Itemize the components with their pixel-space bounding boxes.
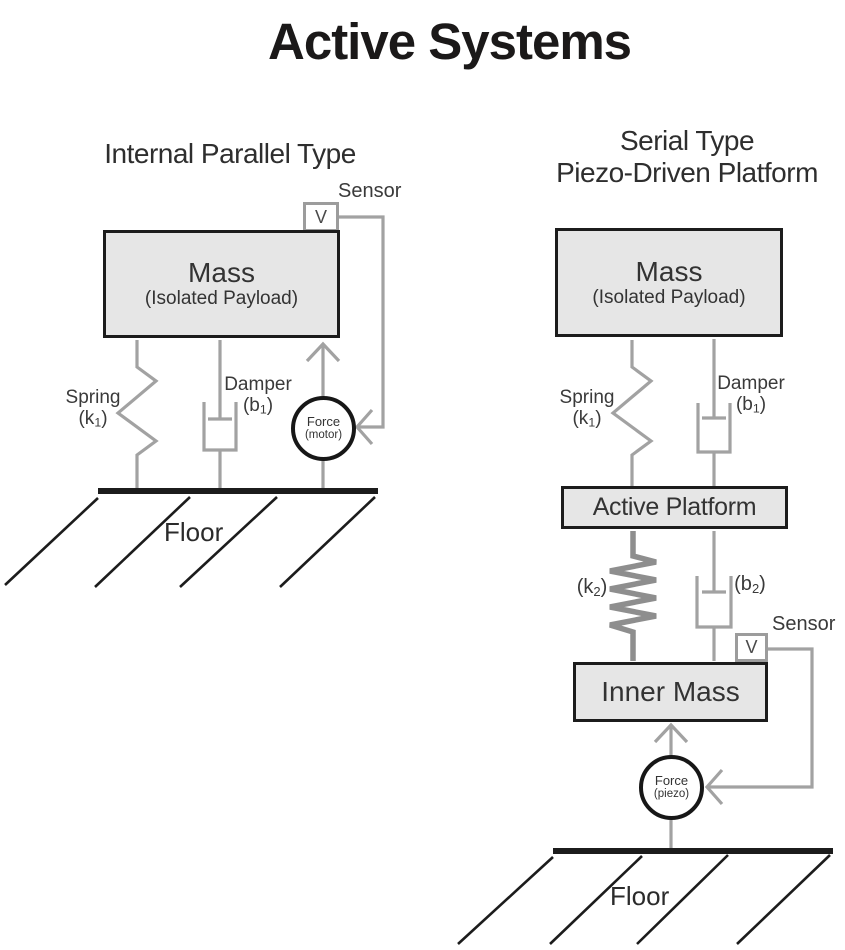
left-force-arrowhead-up [305,341,341,363]
left-sensor-label: Sensor [338,180,402,202]
left-hatch-1 [4,497,99,586]
right-spring-word: Spring [559,387,615,408]
left-damper-b-post: ) [266,395,274,416]
left-mass-subtitle: (Isolated Payload) [144,288,299,309]
right-sensor-symbol: V [745,637,758,657]
left-hatch-2 [94,496,191,588]
right-floor-group [457,848,833,945]
left-force-actuator: Force (motor) [291,396,356,461]
right-spring-label: Spring (k1) [540,387,634,429]
inner-mass-box: Inner Mass [573,662,768,722]
left-force-line1: Force [306,414,341,429]
right-sensor-wire [708,647,814,789]
right-damper-b-pre: (b [735,394,753,415]
right-spring-k-pre: (k [572,408,589,429]
left-connectors [115,215,385,490]
left-damper-b-sub: 1 [259,402,267,417]
left-sensor-vbox: V [303,202,339,232]
right-spring-k-sub: 1 [588,415,596,430]
right-damper2-label: (b2) [714,574,786,595]
right-spring-k-post: ) [595,408,602,429]
left-spring-k-pre: (k [78,408,95,429]
left-damper-word: Damper [224,374,292,395]
right-damper-symbol-label: (b1) [704,394,798,415]
right-hatch-2 [549,855,643,945]
left-spring-word: Spring [65,387,121,408]
inner-mass-label: Inner Mass [601,676,740,707]
right-damper2-pre: (b [734,573,752,595]
left-sensor-symbol: V [314,206,327,227]
right-spring2-post: ) [600,576,608,598]
right-spring2-pre: (k [576,576,594,598]
right-diagram-heading: Serial Type Piezo-Driven Platform [537,125,837,189]
right-hatch-1 [457,856,554,945]
left-damper-label: Damper (b1) [211,374,305,416]
left-spring-k-sub: 1 [94,415,102,430]
left-floor-hatching [4,496,376,588]
right-heading-line1: Serial Type [619,125,755,156]
right-connectors [610,339,814,848]
left-floor-group [4,488,378,588]
left-damper-b-pre: (b [242,395,260,416]
right-spring-symbol-label: (k1) [540,408,634,429]
page-title: Active Systems [268,13,632,70]
right-damper2-sub: 2 [751,580,760,596]
right-spring2-label: (k2) [556,577,628,598]
right-force-actuator: Force (piezo) [639,755,704,820]
right-force-line2: (piezo) [653,788,690,800]
right-mass-box: Mass (Isolated Payload) [555,228,783,337]
left-sensor-wire [339,215,385,429]
left-damper-symbol-label: (b1) [211,395,305,416]
left-floor-label: Floor [164,517,224,547]
left-spring-k-post: ) [101,408,108,429]
left-hatch-3 [179,496,278,588]
left-sensor-arrowhead-left [354,408,374,446]
right-sensor-arrowhead-left [704,768,724,806]
right-floor-label: Floor [610,881,670,911]
left-spring-k1-symbol [115,340,159,490]
left-force-line2: (motor) [304,429,343,441]
active-platform-label: Active Platform [592,493,757,521]
right-sensor-vbox: V [735,633,768,662]
right-damper2-post: ) [759,573,766,595]
left-spring-label: Spring (k1) [46,387,140,429]
right-mass-subtitle: (Isolated Payload) [592,286,746,308]
right-damper-label: Damper (b1) [704,373,798,415]
right-mass-title: Mass [635,255,703,287]
left-mass-box: Mass (Isolated Payload) [103,230,340,338]
left-spring-symbol-label: (k1) [46,408,140,429]
right-spring-k1-symbol [610,340,654,486]
right-heading-line2: Piezo-Driven Platform [556,157,818,188]
right-damper-b-sub: 1 [752,401,760,416]
right-force-arrowhead-up [653,722,689,744]
right-spring2-sub: 2 [593,583,601,599]
left-mass-title: Mass [188,257,255,288]
active-platform-box: Active Platform [561,486,788,529]
right-damper-word: Damper [717,373,785,394]
left-diagram-heading: Internal Parallel Type [104,138,356,169]
left-hatch-4 [279,496,376,588]
right-hatch-4 [736,854,831,945]
right-damper-b-post: ) [759,394,767,415]
right-force-line1: Force [654,773,689,788]
right-hatch-3 [636,854,729,945]
right-spring-k2-symbol [609,531,657,661]
right-sensor-label: Sensor [772,613,836,635]
right-floor-hatching [457,854,831,945]
